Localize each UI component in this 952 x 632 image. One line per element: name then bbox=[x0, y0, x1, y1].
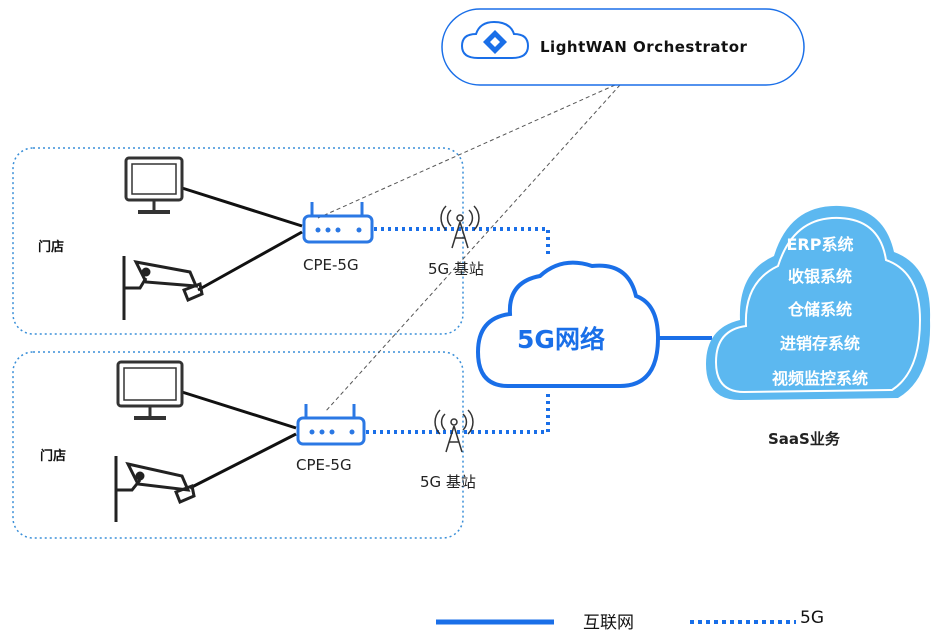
camera-link-2 bbox=[189, 432, 297, 490]
orchestrator-link-2 bbox=[324, 84, 621, 413]
base-station-icon bbox=[440, 205, 480, 249]
saas-item: 视频监控系统 bbox=[771, 369, 868, 388]
camera-link-1 bbox=[197, 230, 303, 292]
legend-fiveg-label: 5G bbox=[800, 608, 824, 628]
saas-cloud bbox=[706, 205, 931, 400]
security-camera-icon bbox=[114, 456, 196, 522]
saas-item: 仓储系统 bbox=[787, 300, 852, 319]
saas-item: 进销存系统 bbox=[779, 334, 860, 353]
saas-item: ERP系统 bbox=[786, 235, 854, 254]
base-station-icon bbox=[434, 409, 474, 453]
monitor-icon bbox=[124, 156, 184, 214]
store-label: 门店 bbox=[38, 240, 65, 255]
monitor-icon bbox=[116, 360, 184, 420]
orchestrator-pill bbox=[441, 8, 805, 86]
monitor-link-2 bbox=[181, 390, 297, 430]
monitor-link-1 bbox=[181, 186, 303, 228]
cpe-label: CPE-5G bbox=[303, 256, 359, 274]
store-box-2 bbox=[12, 351, 464, 539]
store-box-1 bbox=[12, 147, 464, 335]
fiveg-network-label: 5G网络 bbox=[517, 325, 605, 354]
base-station-label: 5G 基站 bbox=[420, 473, 476, 491]
legend-internet-label: 互联网 bbox=[583, 613, 634, 632]
orchestrator-cloud-icon bbox=[460, 20, 530, 59]
fiveg-link-2 bbox=[366, 392, 550, 434]
saas-item: 收银系统 bbox=[787, 267, 852, 286]
orchestrator-title: LightWAN Orchestrator bbox=[540, 38, 748, 56]
cpe-router-icon bbox=[296, 404, 366, 446]
fiveg-network-cloud bbox=[475, 260, 661, 388]
security-camera-icon bbox=[122, 256, 204, 320]
saas-title: SaaS业务 bbox=[768, 430, 840, 448]
base-station-label: 5G 基站 bbox=[428, 260, 484, 278]
fiveg-link-1 bbox=[374, 227, 550, 255]
cpe-label: CPE-5G bbox=[296, 456, 352, 474]
orchestrator-link-1 bbox=[317, 84, 616, 219]
store-label: 门店 bbox=[40, 449, 67, 464]
saas-cloud-inner bbox=[714, 216, 922, 394]
cpe-router-icon bbox=[302, 202, 374, 244]
